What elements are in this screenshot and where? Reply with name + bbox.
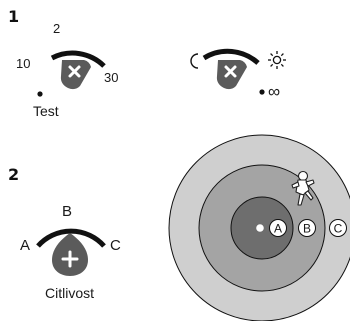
moon-icon <box>190 53 199 69</box>
light-label-infinity: ∞ <box>268 82 280 101</box>
sensitivity-caption: Citlivost <box>45 285 94 301</box>
timer-label-high: 30 <box>104 70 118 85</box>
zone-a-marker <box>269 219 287 237</box>
timer-label-mid: 2 <box>53 21 60 36</box>
sensitivity-dial: B A C Citlivost <box>20 203 121 301</box>
timer-label-low: 10 <box>16 56 30 71</box>
sensitivity-label-a: A <box>20 237 30 254</box>
light-max-dot <box>259 89 265 95</box>
x-icon <box>224 65 237 78</box>
x-icon <box>68 65 81 78</box>
sensor-dot <box>256 224 264 232</box>
light-dial: ∞ <box>190 48 286 101</box>
timer-dial-arc <box>50 50 106 68</box>
timer-min-dot <box>37 91 43 97</box>
sensitivity-label-b: B <box>62 203 72 220</box>
light-dial-arc <box>202 48 260 65</box>
zone-b-marker <box>298 219 316 237</box>
zone-c-marker <box>329 219 347 237</box>
step-1-number: 1 <box>8 7 19 26</box>
timer-caption: Test <box>33 103 59 119</box>
range-diagram: A B C <box>168 134 350 321</box>
timer-dial: 2 10 30 Test <box>16 21 118 119</box>
sensitivity-dial-arc <box>36 228 106 248</box>
step-2-number: 2 <box>8 165 19 184</box>
walking-person-icon <box>291 170 315 206</box>
zone-c-label: C <box>334 222 343 236</box>
zone-a-label: A <box>274 222 282 236</box>
sensitivity-label-c: C <box>110 237 121 254</box>
sun-icon <box>268 51 286 69</box>
plus-icon <box>61 250 79 268</box>
zone-b-label: B <box>303 222 311 236</box>
